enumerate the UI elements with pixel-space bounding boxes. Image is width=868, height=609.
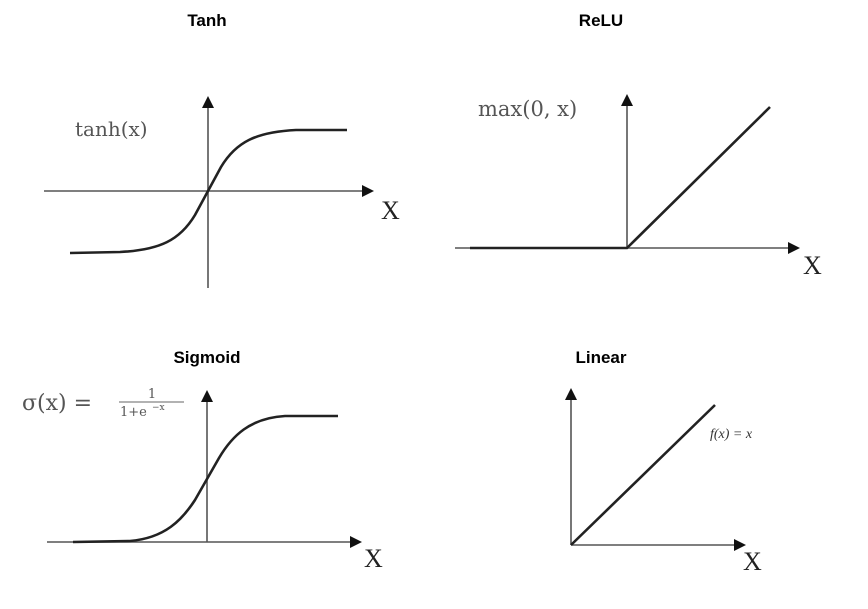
- linear-curve: [570, 404, 716, 546]
- linear-x-label: X: [743, 547, 762, 576]
- relu-curve: [470, 106, 771, 250]
- relu-x-arrow-icon: [788, 242, 800, 254]
- linear-x-arrow-icon: [734, 539, 746, 551]
- sigmoid-x-arrow-icon: [350, 536, 362, 548]
- sigmoid-panel: Sigmoid σ(x) = 1 1+e −x X: [22, 348, 383, 573]
- tanh-formula: tanh(x): [75, 117, 148, 141]
- sigmoid-y-arrow-icon: [201, 390, 213, 402]
- relu-y-arrow-icon: [621, 94, 633, 106]
- sigmoid-title: Sigmoid: [173, 348, 240, 367]
- sigmoid-formula-numerator: 1: [148, 387, 156, 402]
- tanh-curve: [69, 128, 347, 255]
- relu-title: ReLU: [579, 11, 623, 30]
- linear-panel: Linear f(x) = x X: [565, 348, 762, 576]
- linear-y-arrow-icon: [565, 388, 577, 400]
- tanh-x-label: X: [381, 196, 400, 225]
- sigmoid-formula-exponent: −x: [152, 403, 165, 413]
- tanh-y-arrow-icon: [202, 96, 214, 108]
- tanh-x-arrow-icon: [362, 185, 374, 197]
- relu-formula: max(0, x): [478, 97, 577, 121]
- relu-x-label: X: [803, 251, 822, 280]
- tanh-title: Tanh: [187, 11, 226, 30]
- sigmoid-formula-denominator: 1+e: [120, 405, 147, 420]
- linear-title: Linear: [575, 348, 626, 367]
- sigmoid-x-label: X: [364, 544, 383, 573]
- relu-panel: ReLU max(0, x) X: [455, 11, 822, 280]
- tanh-panel: Tanh tanh(x) X: [44, 11, 400, 288]
- sigmoid-curve: [72, 414, 338, 544]
- linear-formula: f(x) = x: [710, 427, 753, 442]
- sigmoid-formula-lhs: σ(x) =: [22, 391, 92, 416]
